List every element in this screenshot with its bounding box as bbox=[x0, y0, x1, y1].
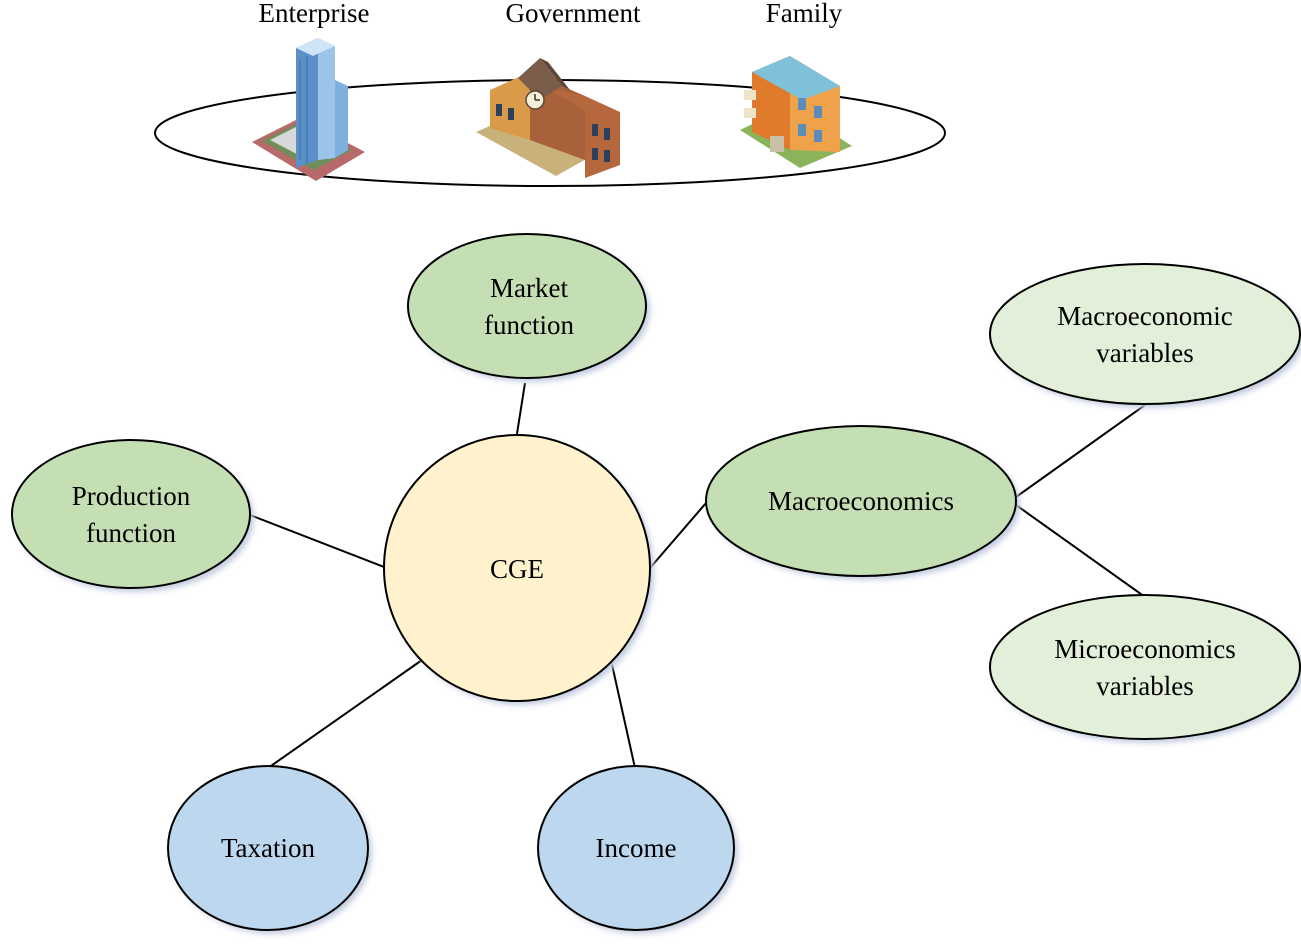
edge-center-taxation bbox=[267, 659, 423, 769]
nodes: Market function Production function CGE … bbox=[11, 233, 1301, 934]
enterprise-building-icon bbox=[252, 38, 365, 181]
node-production-function bbox=[11, 439, 251, 589]
node-market-label-1: Market bbox=[490, 273, 568, 303]
node-income bbox=[537, 765, 735, 931]
node-cge-center bbox=[383, 434, 651, 702]
edge-center-macroeconomics bbox=[649, 502, 707, 569]
node-market-function bbox=[407, 233, 647, 379]
node-market-label-2: function bbox=[484, 310, 574, 340]
node-microeconomics-variables bbox=[989, 594, 1301, 740]
edge-center-income bbox=[610, 659, 636, 769]
node-macroeconomics bbox=[705, 425, 1017, 577]
node-microvars-label-2: variables bbox=[1096, 671, 1193, 701]
node-taxation-label: Taxation bbox=[221, 833, 316, 863]
edge-center-market bbox=[515, 382, 526, 441]
actor-label-family: Family bbox=[766, 0, 843, 28]
node-macrovars-label-2: variables bbox=[1096, 338, 1193, 368]
actor-label-government: Government bbox=[506, 0, 641, 28]
edge-macro-macrovars bbox=[1015, 404, 1146, 498]
government-building-icon bbox=[476, 58, 620, 178]
node-production-label-1: Production bbox=[72, 481, 191, 511]
edge-center-production bbox=[249, 514, 385, 568]
node-macroeconomics-label: Macroeconomics bbox=[768, 486, 954, 516]
node-microvars-label-1: Microeconomics bbox=[1054, 634, 1235, 664]
node-cge-label: CGE bbox=[490, 554, 544, 584]
edge-macro-microvars bbox=[1015, 504, 1146, 598]
actor-label-enterprise: Enterprise bbox=[259, 0, 370, 28]
actors-group: Enterprise Government Family bbox=[154, 0, 946, 187]
node-macrovars-label-1: Macroeconomic bbox=[1057, 301, 1232, 331]
node-macroeconomic-variables bbox=[989, 263, 1301, 405]
node-taxation bbox=[167, 765, 369, 931]
node-production-label-2: function bbox=[86, 518, 176, 548]
connector-edges bbox=[249, 382, 1146, 769]
family-house-icon bbox=[740, 56, 852, 168]
node-income-label: Income bbox=[596, 833, 677, 863]
